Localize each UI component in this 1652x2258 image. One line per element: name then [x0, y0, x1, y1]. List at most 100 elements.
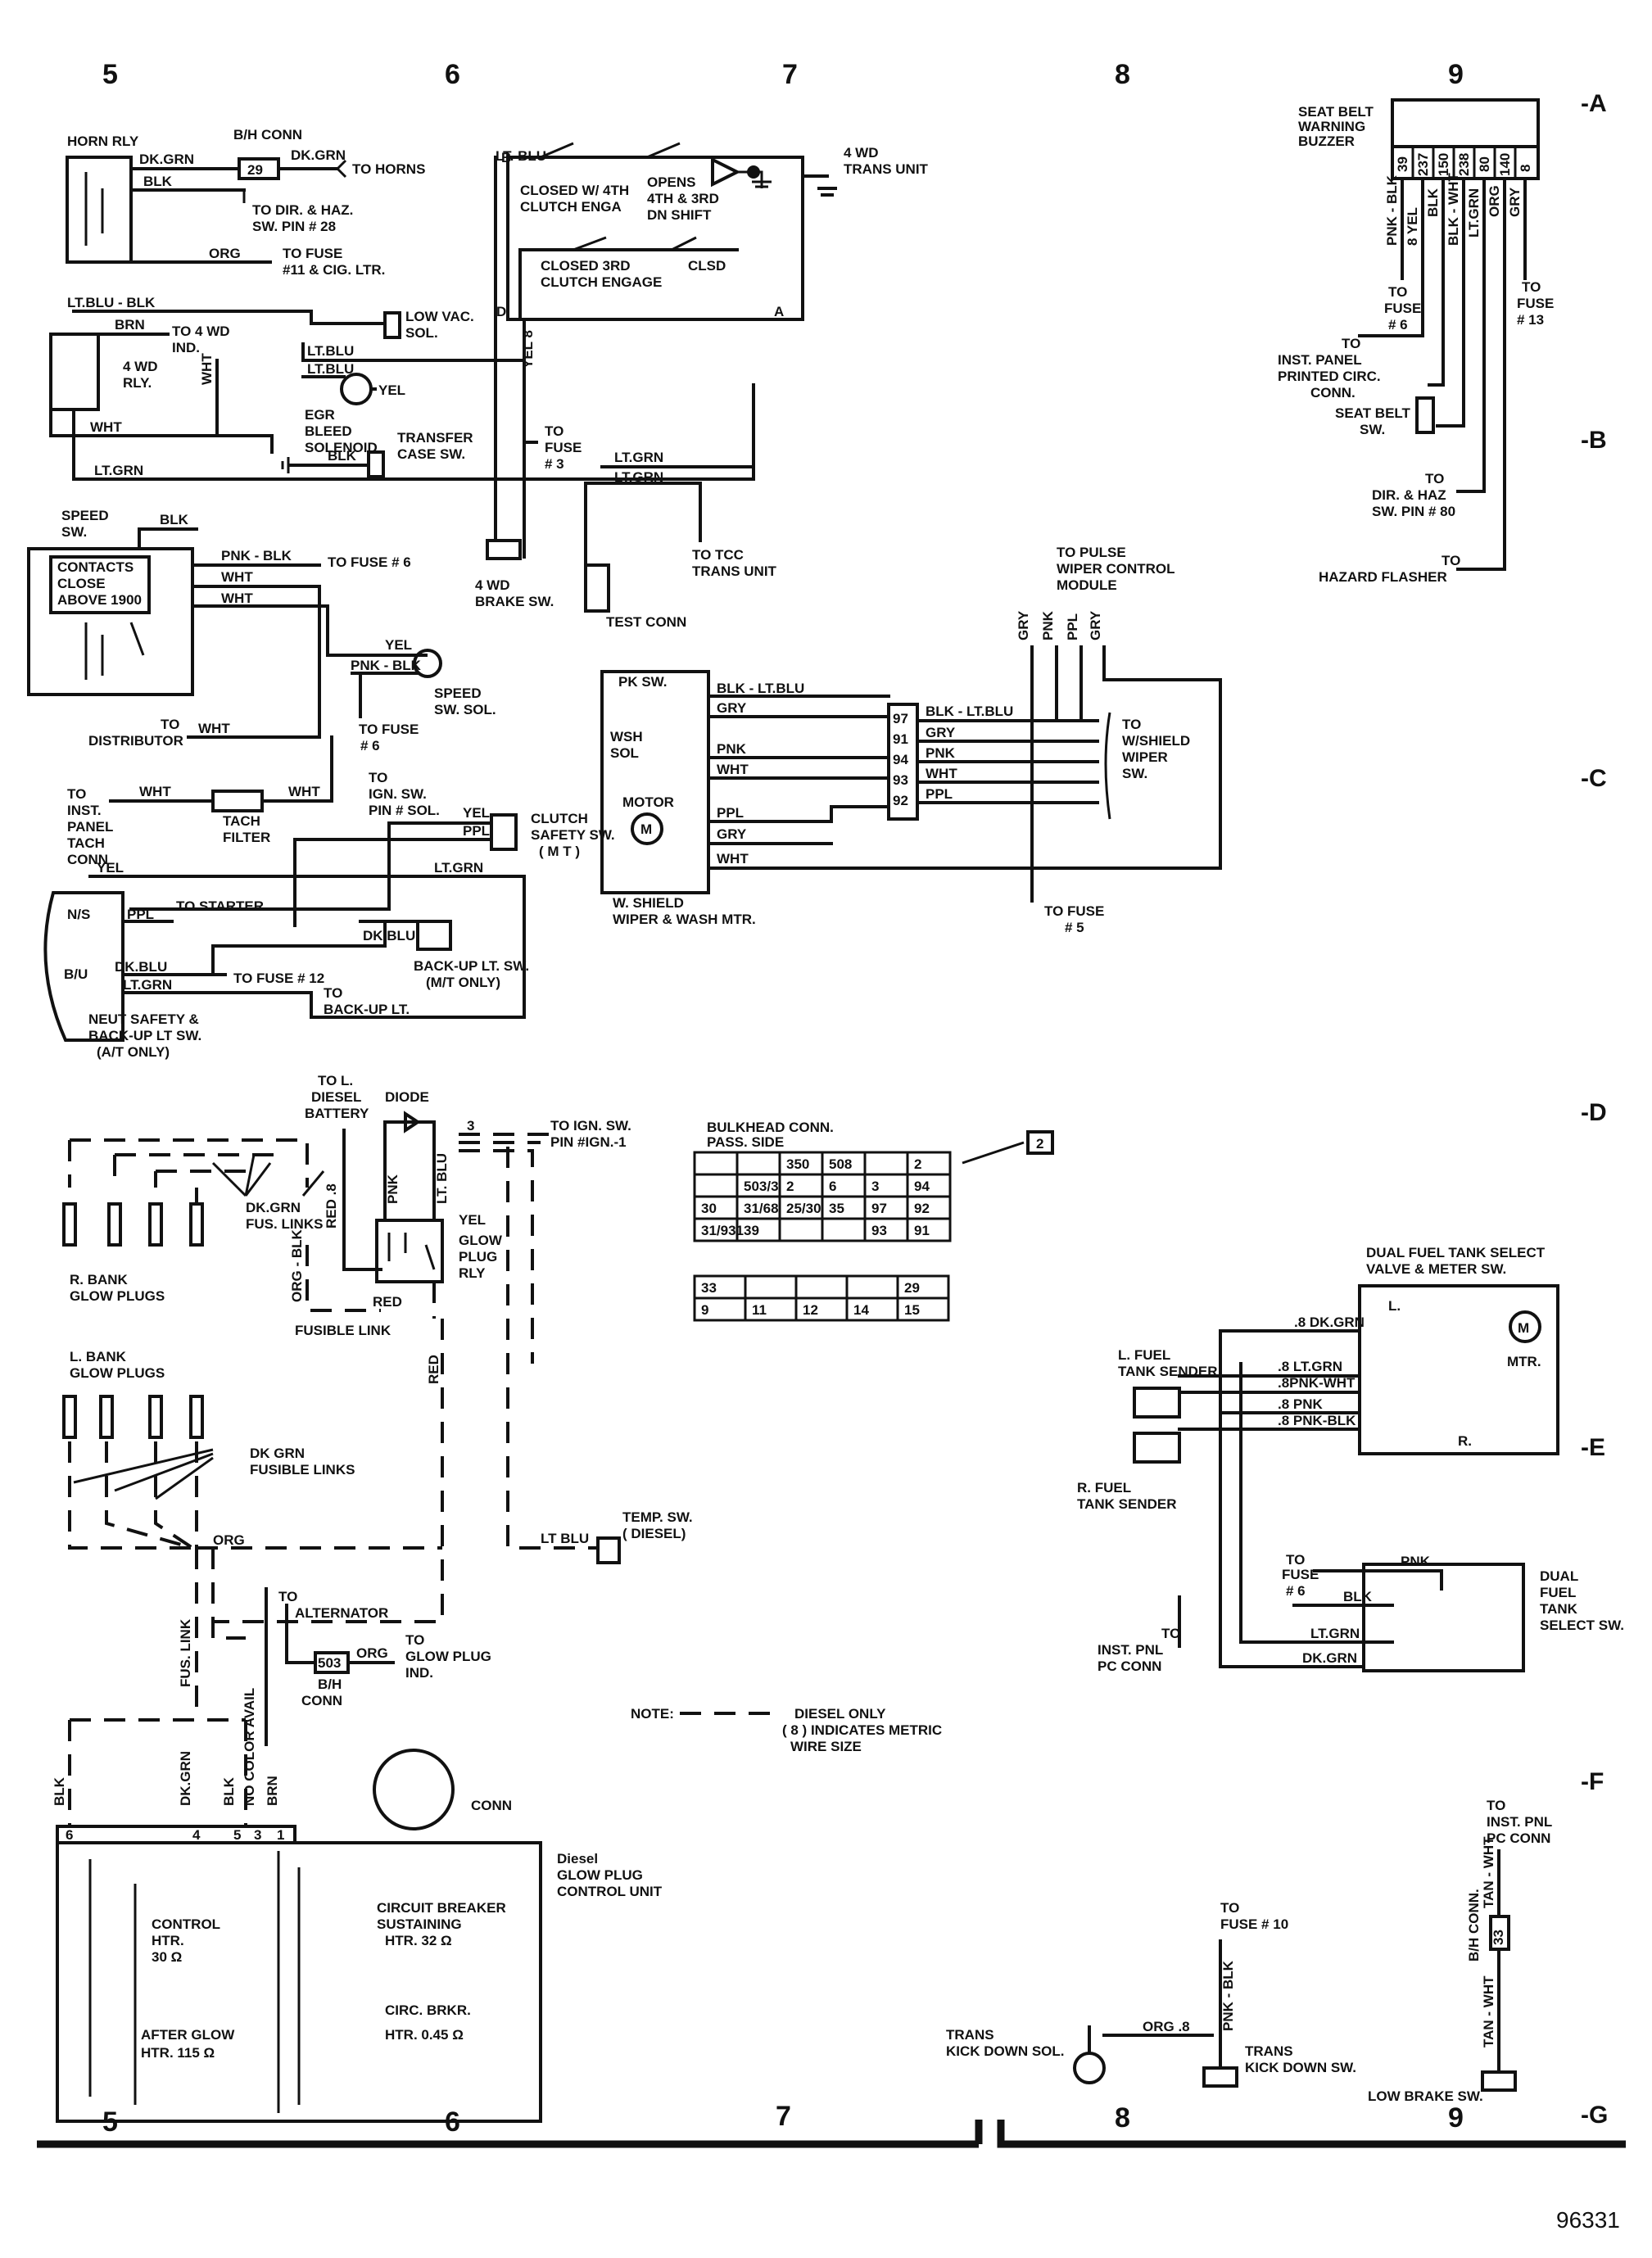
wire-label: WHT [717, 762, 749, 777]
label: TRANS UNIT [844, 161, 929, 177]
conn-pin: 237 [1415, 153, 1431, 176]
wire-label: LT.GRN [123, 977, 172, 993]
bulkhead-cell [821, 1217, 867, 1242]
label: ABOVE 1900 [57, 592, 142, 608]
wire-label: WHT [199, 353, 215, 385]
label: DK GRN [250, 1446, 305, 1461]
label: MTR. [1507, 1354, 1541, 1369]
label: # 6 [1286, 1583, 1306, 1599]
bulkhead-cell-label: 503/3 [744, 1179, 779, 1194]
note-label: NOTE: [631, 1706, 674, 1722]
label: TACH [67, 835, 105, 851]
wire-label: PPL [463, 823, 490, 839]
label: SOL [610, 745, 639, 761]
conn-pin: 39 [1395, 156, 1410, 172]
label: SELECT SW. [1540, 1618, 1624, 1633]
wire-label: YEL 8 [520, 330, 536, 369]
label: DIESEL ONLY [794, 1706, 886, 1722]
label: TO IGN. SW. [550, 1118, 631, 1134]
row-labels: -A -B -C -D -E -F -G [1581, 90, 1608, 2129]
label: WARNING [1298, 119, 1365, 134]
label: PIN # SOL. [369, 803, 440, 818]
label: B/U [64, 966, 88, 982]
label: TO [1220, 1900, 1239, 1916]
label: BLEED [305, 423, 352, 439]
conn-pin: 93 [893, 772, 908, 788]
wire-label: BLK [1425, 188, 1441, 217]
bulkhead-cell-label: 92 [914, 1201, 930, 1216]
label: #11 & CIG. LTR. [283, 262, 385, 278]
label: KICK DOWN SOL. [946, 2043, 1065, 2059]
label: TRANSFER [397, 430, 473, 446]
bulkhead-cell-label: 508 [829, 1156, 852, 1172]
to-horns-label: TO HORNS [352, 161, 425, 177]
label: EGR [305, 407, 335, 423]
wire-label: NO COLOR AVAIL [242, 1688, 257, 1806]
wire-label: GRY [1016, 610, 1031, 640]
terminal: 3 [254, 1827, 261, 1843]
bulkhead-cell-label: 15 [904, 1302, 920, 1318]
label: FUEL [1540, 1585, 1576, 1600]
label: CLOSED W/ 4TH [520, 183, 629, 198]
label: 30 Ω [152, 1949, 182, 1965]
glow-plug-control-unit: BLK DK.GRN BLK NO COLOR AVAIL BRN 6 4 5 … [52, 1688, 663, 2123]
motor-symbol: M [640, 821, 652, 837]
wire-label: .8PNK-WHT [1278, 1375, 1356, 1391]
tach-circuit: TO INST. PANEL TACH CONN WHT WHT TACH FI… [67, 735, 333, 867]
bulkhead-cell [744, 1274, 798, 1300]
label: # 6 [360, 738, 380, 753]
label: B/H [318, 1677, 342, 1692]
wire-label: LT.GRN [434, 860, 483, 876]
bulkhead-cell [863, 1151, 909, 1176]
bulkhead-cell-label: 35 [829, 1201, 844, 1216]
row-label: -G [1581, 2102, 1608, 2129]
label: PC CONN [1487, 1830, 1550, 1846]
label: DN SHIFT [647, 207, 712, 223]
label: 4 WD [123, 359, 158, 374]
label: A [774, 304, 784, 319]
label: FUSE [1282, 1567, 1319, 1582]
horn-relay-label: HORN RLY [67, 133, 139, 149]
label: CLUTCH [531, 811, 588, 826]
bulkhead-cell [906, 1217, 952, 1242]
bulkhead-cell-label: 33 [701, 1280, 717, 1296]
label: CLUTCH ENGAGE [541, 274, 662, 290]
label: L. FUEL [1118, 1347, 1170, 1363]
label: L. BANK [70, 1349, 127, 1364]
label: HTR. 0.45 Ω [385, 2027, 464, 2043]
wire-label: WHT [221, 569, 253, 585]
label: VALVE & METER SW. [1366, 1261, 1506, 1277]
label: TO FUSE [283, 246, 342, 261]
column-label: 9 [1448, 59, 1464, 90]
wire-label: 3 [467, 1118, 474, 1134]
label: PASS. SIDE [707, 1134, 784, 1150]
wire-label: ORG [1487, 185, 1502, 217]
label: DIESEL [311, 1089, 361, 1105]
label: SW. PIN # 28 [252, 219, 336, 234]
bulkhead-cell-label: 2 [914, 1156, 921, 1172]
label: TO DIR. & HAZ. [252, 202, 353, 218]
label: BACK-UP LT SW. [88, 1028, 201, 1043]
bulkhead-cell-label: 39 [744, 1223, 759, 1238]
label: HTR. 115 Ω [141, 2045, 215, 2061]
wire-label: BRN [265, 1776, 280, 1806]
label: PRINTED CIRC. [1278, 369, 1381, 384]
label: WIPER & WASH MTR. [613, 912, 756, 927]
label: GLOW PLUGS [70, 1365, 165, 1381]
label: NEUT SAFETY & [88, 1011, 199, 1027]
wire-label: .8 PNK [1278, 1396, 1324, 1412]
label: LOW BRAKE SW. [1368, 2088, 1483, 2104]
bulkhead-cell-label: 31/68 [744, 1201, 779, 1216]
wire-label: TAN - WHT [1481, 1836, 1496, 1908]
wire-label: GRY [1507, 187, 1523, 217]
label: PANEL [67, 819, 113, 835]
label: Diesel [557, 1851, 598, 1867]
conn-29: 29 [247, 162, 263, 178]
label: HTR. 32 Ω [385, 1933, 452, 1948]
label: WIPER CONTROL [1057, 561, 1175, 577]
label: SUSTAINING [377, 1916, 462, 1932]
wire-label: PPL [717, 805, 744, 821]
label: RLY. [123, 375, 152, 391]
label: CIRCUIT BREAKER [377, 1900, 506, 1916]
